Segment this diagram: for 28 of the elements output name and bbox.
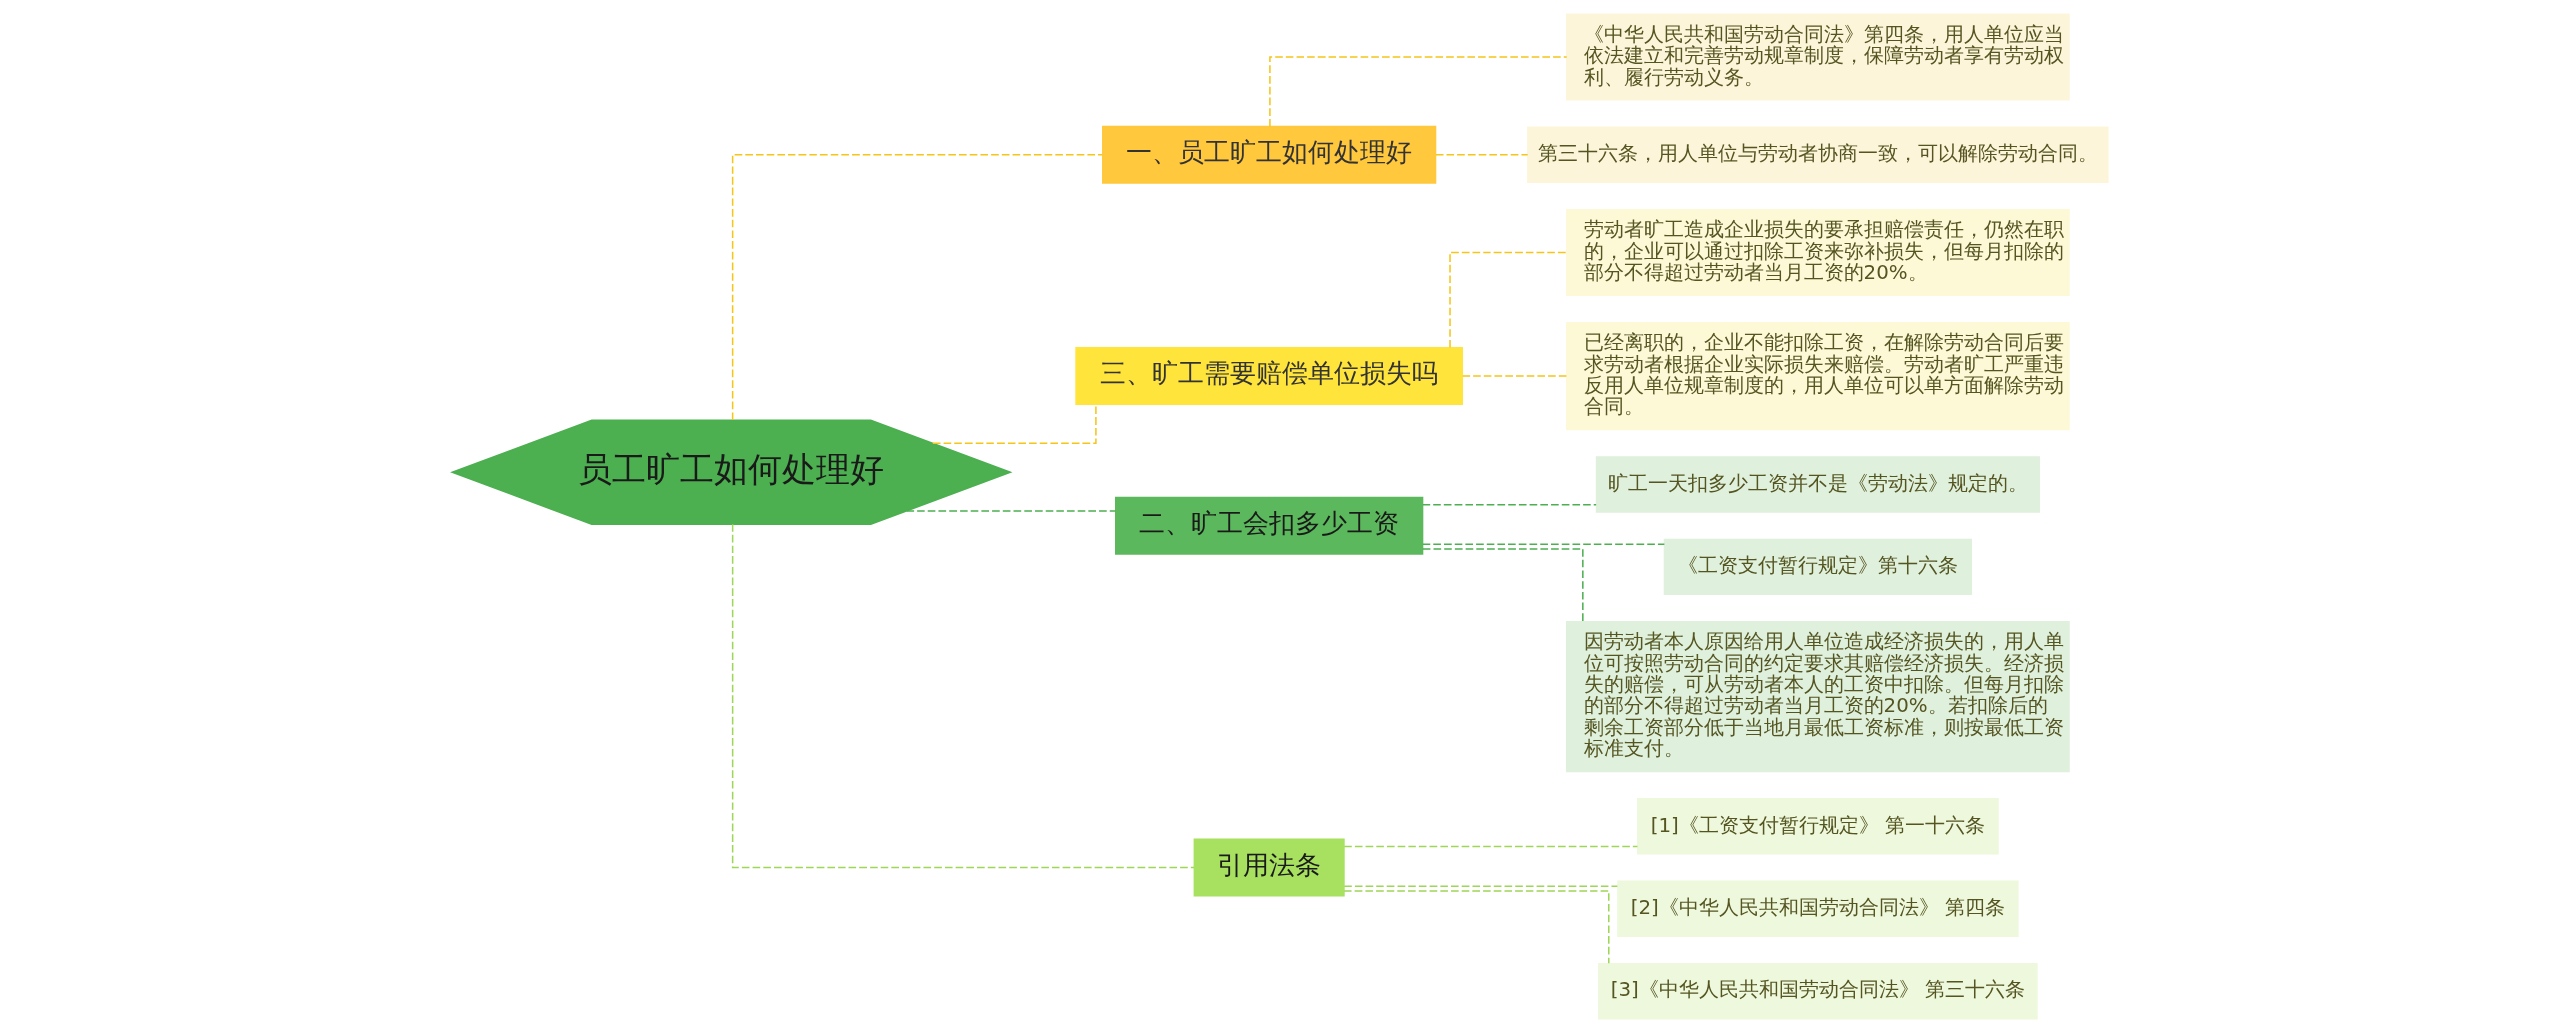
connector xyxy=(1422,548,1584,623)
connector xyxy=(1421,543,1666,545)
connector xyxy=(1343,885,1619,887)
node-box: [2]《中华人民共和国劳动合同法》 第四条 xyxy=(1617,880,2019,937)
connector xyxy=(1421,503,1597,506)
node-box: 第三十六条，用人单位与劳动者协商一致，可以解除劳动合同。 xyxy=(1527,126,2109,183)
connector xyxy=(731,523,1195,869)
connector xyxy=(1343,890,1610,965)
connector xyxy=(932,403,1097,444)
connector xyxy=(1461,375,1568,377)
node-box: 因劳动者本人原因给用人单位造成经济损失的，用人单位可按照劳动合同的约定要求其赔偿经济损失。经济损失的赔偿，可从劳动者本人的工资中扣除。但每月扣除的部分不得超过劳动者当月工资的20%。若扣除后的剩余工资部分低于当地月最低工资标准，则按最低工资标准支付。 xyxy=(1566,621,2070,773)
connector xyxy=(1449,251,1568,349)
node-box: 《工资支付暂行规定》第十六条 xyxy=(1663,538,1973,596)
node-box: [1]《工资支付暂行规定》 第一十六条 xyxy=(1637,798,1999,855)
node-box: [3]《中华人民共和国劳动合同法》 第三十六条 xyxy=(1598,962,2038,1020)
node-box: 引用法条 xyxy=(1193,838,1345,897)
node-box: 三、旷工需要赔偿单位损失吗 xyxy=(1075,347,1463,406)
connector xyxy=(1435,154,1529,156)
connector xyxy=(1343,845,1639,848)
node-box: 已经离职的，企业不能扣除工资，在解除劳动合同后要求劳动者根据企业实际损失来赔偿。劳动者旷工严重违反用人单位规章制度的，用人单位可以单方面解除劳动合同。 xyxy=(1566,321,2070,431)
node-box: 旷工一天扣多少工资并不是《劳动法》规定的。 xyxy=(1595,456,2040,513)
connector xyxy=(731,154,1104,421)
node-box: 一、员工旷工如何处理好 xyxy=(1102,125,1437,184)
connector xyxy=(1269,56,1568,128)
node-box: 二、旷工会扣多少工资 xyxy=(1115,496,1424,555)
node-box: 《中华人民共和国劳动合同法》第四条，用人单位应当依法建立和完善劳动规章制度，保障劳动者享有劳动权利、履行劳动义务。 xyxy=(1566,13,2070,101)
node-box: 劳动者旷工造成企业损失的要承担赔偿责任，仍然在职的，企业可以通过扣除工资来弥补损失，但每月扣除的部分不得超过劳动者当月工资的20%。 xyxy=(1566,208,2070,296)
connector xyxy=(905,510,1117,512)
